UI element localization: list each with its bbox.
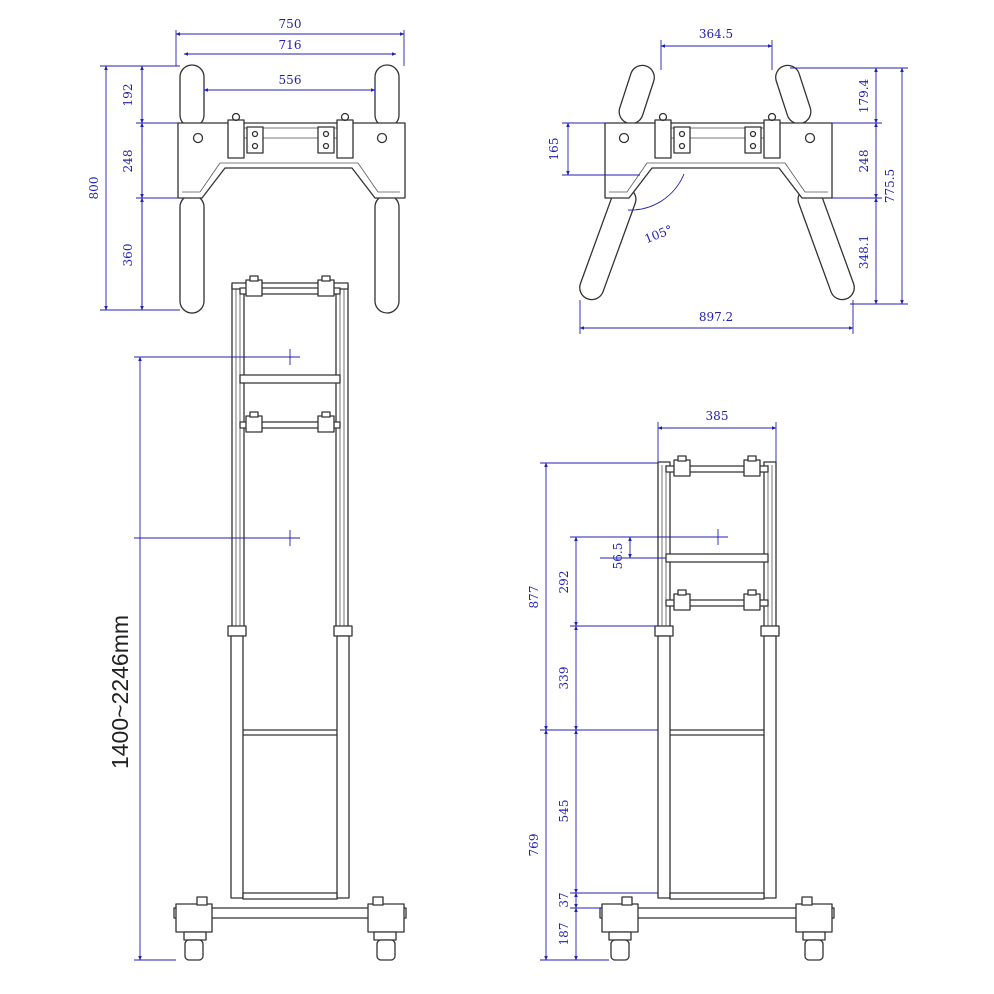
splayed-base-frame	[604, 122, 833, 199]
left-front-leg	[179, 64, 205, 128]
dim-splay-total: 775.5	[883, 169, 897, 203]
dim-top-width: 364.5	[699, 27, 733, 41]
dim-lower-total: 769	[527, 834, 541, 857]
dim-height-left: 165	[547, 138, 561, 161]
dim-depth-total: 800	[87, 177, 101, 200]
dim-seg-top: 192	[121, 84, 135, 107]
dim-splay-seg-top: 179.4	[857, 78, 871, 113]
dim-angle: 105°	[642, 222, 674, 246]
dim-width-inner: 556	[279, 73, 302, 87]
dim-seg-a: 292	[557, 571, 571, 594]
dim-side-width: 385	[706, 409, 729, 423]
front-base-bar	[173, 907, 407, 919]
dim-seg-f: 187	[557, 923, 571, 946]
top-view-straight: 750 716 556 800 192 248 360	[87, 17, 406, 314]
right-rear-leg	[374, 194, 400, 314]
caster-right	[376, 939, 396, 961]
splayed-leg-rear-right	[797, 186, 855, 301]
dim-upper-total: 877	[527, 586, 541, 609]
dim-splay-seg-bot: 348.1	[857, 235, 871, 269]
top-view-splayed: 364.5 897.2 165 105° 179.4 248 348.1 775…	[547, 27, 908, 334]
right-front-leg	[374, 64, 400, 128]
base-frame	[177, 122, 406, 199]
front-view: 1400~2246mm	[107, 275, 407, 961]
dim-bottom-width: 897.2	[699, 310, 733, 324]
left-rear-leg	[179, 194, 205, 314]
splayed-leg-front-left	[618, 64, 655, 125]
mount-hole-left	[192, 132, 204, 144]
dim-seg-d: 545	[557, 800, 571, 823]
dim-seg-c: 339	[557, 667, 571, 690]
dim-seg-b: 56.5	[611, 543, 625, 570]
side-base-bar	[599, 907, 835, 919]
dim-splay-seg-mid: 248	[857, 150, 871, 173]
height-range-label: 1400~2246mm	[107, 615, 133, 769]
splayed-leg-front-right	[775, 64, 812, 125]
dim-seg-mid: 248	[121, 150, 135, 173]
mount-hole-right	[376, 132, 388, 144]
side-view: 385 877 292 56.5 339 769 545 37 187	[527, 409, 835, 961]
dim-seg-e: 37	[557, 892, 571, 907]
dim-seg-bot: 360	[121, 244, 135, 267]
caster-left	[184, 939, 204, 961]
splayed-leg-rear-left	[579, 186, 637, 301]
dim-width-outer: 750	[279, 17, 302, 31]
dim-width-mid: 716	[279, 38, 302, 52]
